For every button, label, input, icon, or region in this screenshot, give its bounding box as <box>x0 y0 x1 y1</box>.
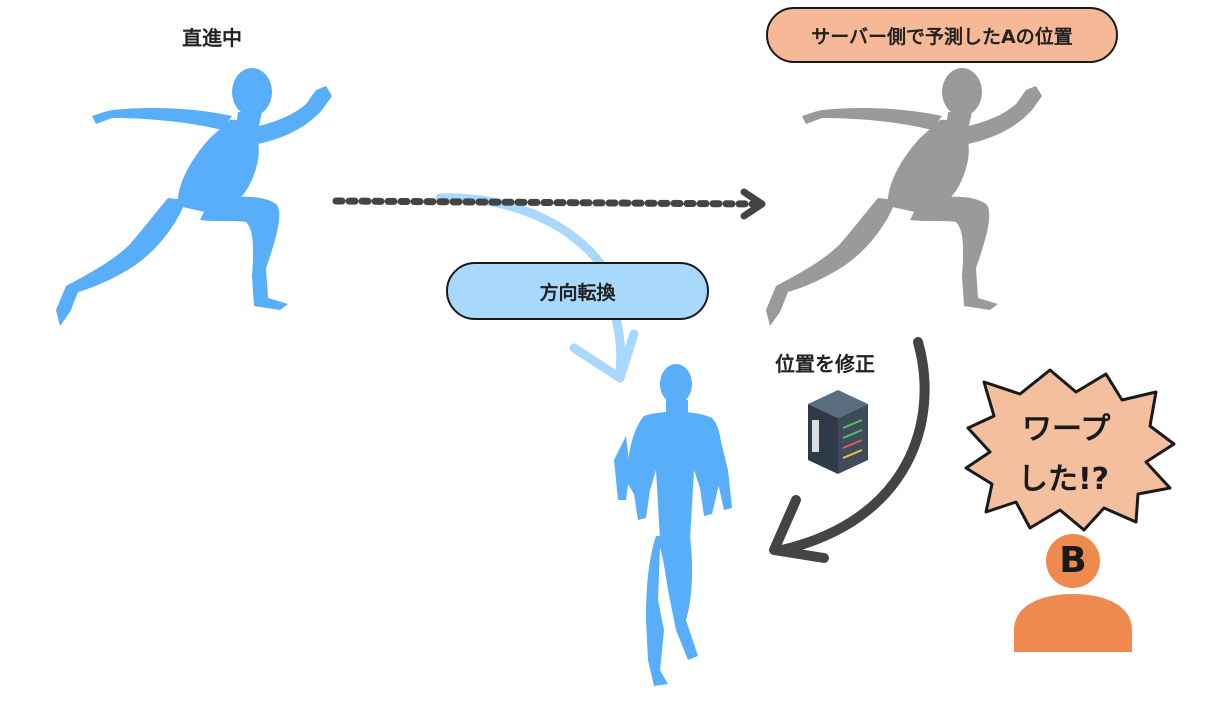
warp-burst-bubble <box>964 368 1176 532</box>
turn-pill: 方向転換 <box>446 262 709 320</box>
server-rack-icon <box>808 390 868 474</box>
prediction-dotted-arrow <box>332 188 766 220</box>
straight-label: 直進中 <box>182 26 242 50</box>
correction-arrow <box>769 337 930 563</box>
server-prediction-pill: サーバー側で予測したAの位置 <box>766 7 1118 63</box>
runner-straight-icon <box>56 68 332 326</box>
correct-position-label: 位置を修正 <box>775 352 875 376</box>
person-avatar-icon <box>1014 534 1132 652</box>
observer-label: B <box>1059 540 1087 581</box>
warp-text-line2: した!? <box>1018 462 1110 497</box>
predicted-runner-icon <box>766 68 1042 326</box>
warp-text-line1: ワープ <box>1022 412 1111 447</box>
runner-turned-icon <box>614 364 732 686</box>
